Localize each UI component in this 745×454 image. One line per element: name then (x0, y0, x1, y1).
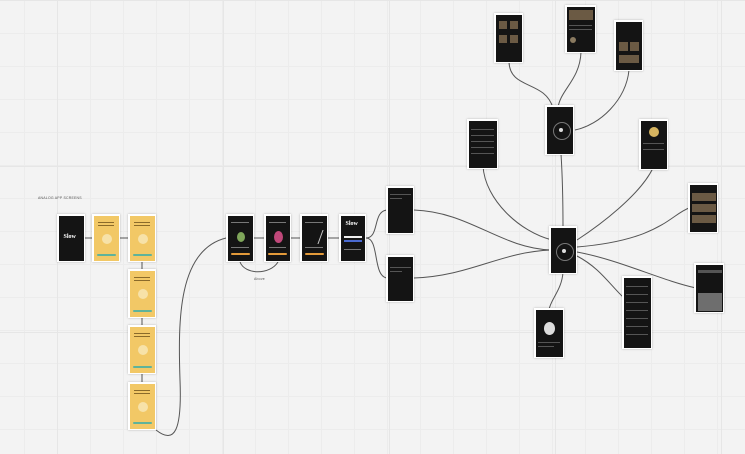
screen-intro-3[interactable] (300, 214, 328, 262)
screen-photo-list[interactable] (688, 183, 718, 233)
screen-onboarding-3[interactable] (128, 269, 156, 318)
screen-onboarding-1[interactable] (92, 214, 120, 262)
app-logo: Slow (63, 233, 76, 240)
screen-gallery-1[interactable] (494, 13, 523, 63)
screen-gallery-3[interactable] (614, 20, 643, 71)
screen-gallery-2[interactable] (565, 5, 596, 53)
screen-profile[interactable] (639, 119, 668, 170)
login-logo: Slow (345, 220, 358, 227)
screen-keyboard-input[interactable] (694, 263, 724, 313)
screen-branch-bottom[interactable] (386, 255, 414, 302)
screen-illustration[interactable] (534, 308, 564, 358)
screen-onboarding-4[interactable] (128, 325, 156, 374)
screen-main-hub[interactable] (549, 226, 577, 274)
flow-note: Above (254, 277, 265, 281)
screen-splash[interactable]: Slow (57, 214, 85, 262)
screen-login[interactable]: Slow (339, 214, 366, 262)
screen-secondary-hub[interactable] (545, 105, 574, 155)
screen-intro-1[interactable] (226, 214, 254, 262)
section-label: ANALOG APP SCREENS (38, 196, 82, 200)
screen-onboarding-5[interactable] (128, 382, 156, 430)
screen-long-form[interactable] (622, 276, 652, 349)
screen-branch-top[interactable] (386, 186, 414, 234)
screen-settings-list[interactable] (467, 119, 498, 169)
screen-intro-2[interactable] (264, 214, 291, 262)
screen-onboarding-2[interactable] (128, 214, 156, 262)
